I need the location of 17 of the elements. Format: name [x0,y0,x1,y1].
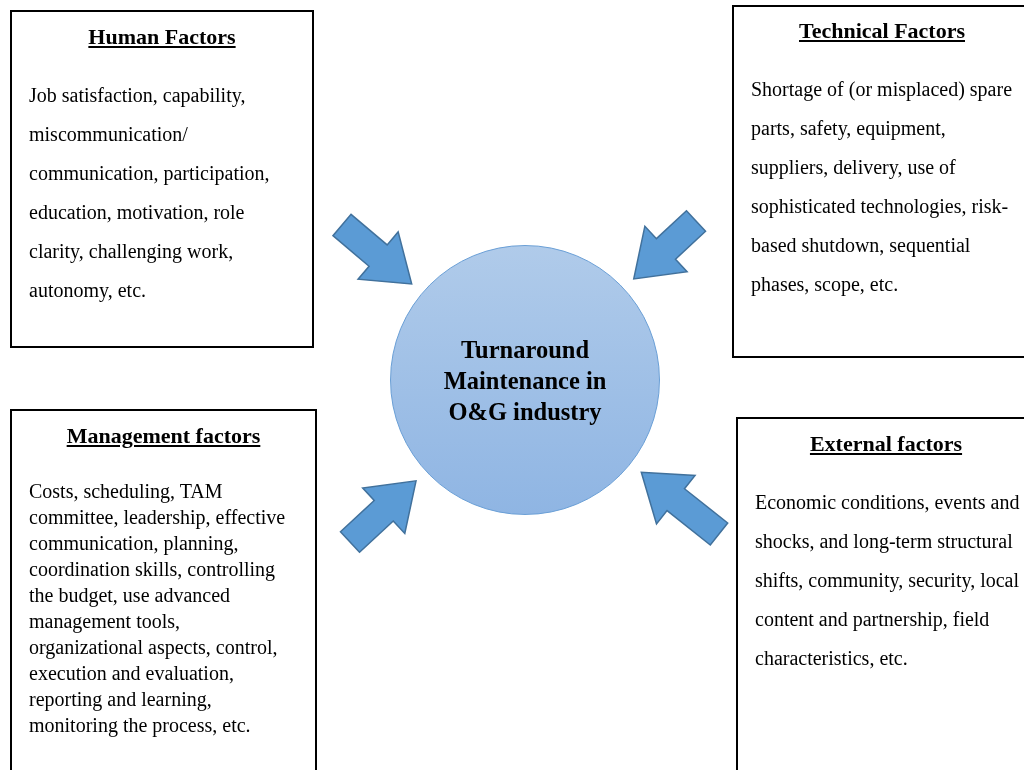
factor-box [732,5,1024,358]
box-heading: External factors [809,431,963,456]
box-text: Economic conditions, events and shocks, and long-term structural shifts, community, security, local content and partnership, field characteristics, etc. [755,490,1021,671]
box-text: Costs, scheduling, TAM committee, leadership, effective communication, planning, coordination skills, controlling the budget, use advanced management tools, organizational aspects, control, execution and evaluation, reporting and learning, monitoring the process, etc. [29,479,287,738]
block-arrow [632,209,707,280]
box-heading: Human Factors [88,24,236,49]
factor-box [10,10,314,348]
block-arrow [640,471,729,547]
factor-box [10,409,317,770]
center-label: Turnaround Maintenance in O&G industry [442,334,608,427]
box-text: Shortage of (or misplaced) spare parts, safety, equipment, suppliers, delivery, use of sophisticated technologies, risk-based shutdown, sequential phases, scope, etc. [751,77,1013,298]
factor-box [736,417,1024,770]
block-arrow [339,480,417,554]
box-text: Job satisfaction, capability, miscommunication/ communication, participation, education, motivation, role clarity, challenging work, autonomy, etc. [29,83,271,304]
box-heading: Technical Factors [799,18,965,43]
block-arrow [331,213,413,285]
box-heading: Management factors [66,423,261,448]
